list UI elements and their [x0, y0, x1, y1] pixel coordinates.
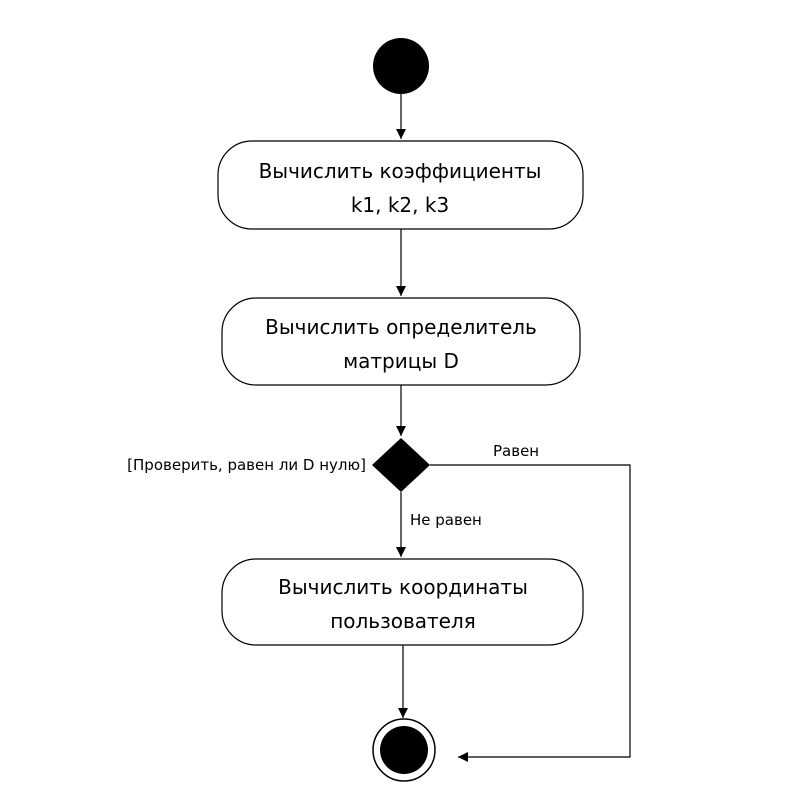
action-3-line-1: Вычислить координаты [278, 575, 528, 599]
action-2-line-1: Вычислить определитель [265, 315, 537, 339]
action-compute-coefficients: Вычислить коэффициенты k1, k2, k3 [217, 140, 584, 230]
edge-equal-label: Равен [493, 442, 539, 460]
action-compute-coordinates: Вычислить координаты пользователя [221, 558, 584, 646]
decision-guard-label: [Проверить, равен ли D нулю] [127, 456, 366, 474]
action-1-line-1: Вычислить коэффициенты [259, 159, 542, 183]
edge-not-equal-label: Не равен [410, 511, 482, 529]
decision-node [372, 438, 430, 492]
action-2-line-2: матрицы D [343, 349, 459, 373]
final-node [372, 718, 436, 782]
initial-node [373, 38, 429, 94]
action-1-line-2: k1, k2, k3 [351, 193, 449, 217]
action-3-line-2: пользователя [330, 609, 476, 633]
edge-decision-to-final [430, 464, 631, 762]
action-compute-determinant: Вычислить определитель матрицы D [221, 297, 581, 386]
